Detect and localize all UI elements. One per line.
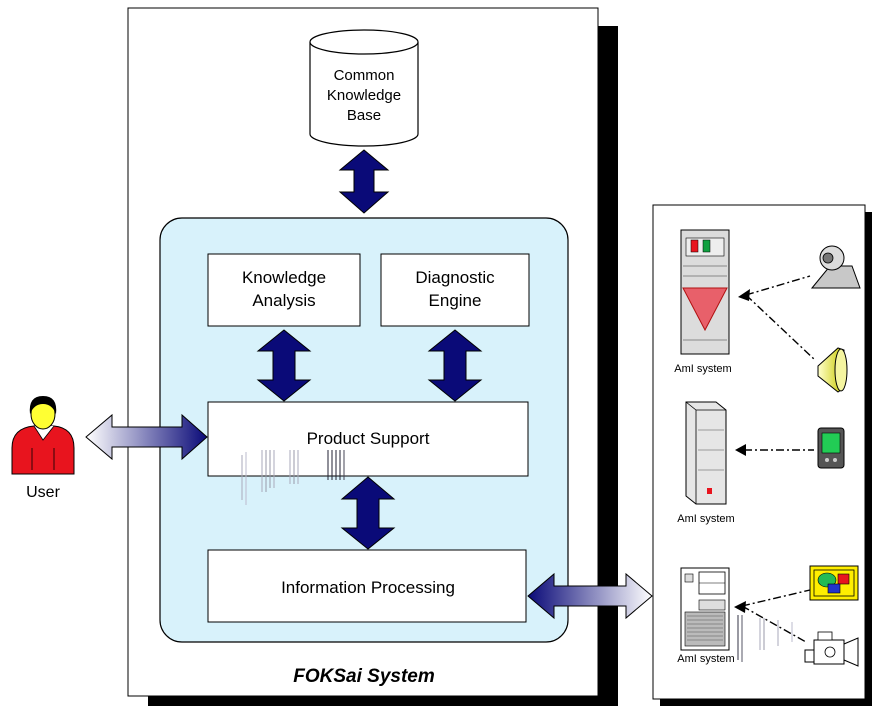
product-support-label: Product Support [307, 429, 430, 448]
database-label-line-2: Knowledge [327, 87, 401, 104]
diagnostic-engine-line-1: Diagnostic [415, 268, 495, 287]
ami-server-1-icon [680, 229, 730, 355]
barcode-artifact [241, 450, 345, 505]
user-icon [11, 396, 75, 475]
diagnostic-engine-box: Diagnostic Engine [380, 253, 530, 327]
ami-3-connections [741, 589, 811, 643]
ami-1-connections [745, 275, 816, 361]
system-title: FOKSai System [293, 666, 435, 687]
knowledge-analysis-line-1: Knowledge [242, 268, 326, 287]
information-processing-ami-arrow [527, 572, 653, 620]
ami-3-arrowhead [734, 601, 746, 613]
database-container-arrow [338, 149, 390, 214]
knowledge-analysis-arrow [256, 329, 312, 402]
ami-2-arrowhead [735, 444, 746, 456]
diagnostic-engine-line-2: Engine [429, 291, 482, 310]
diagnostic-engine-arrow [427, 329, 483, 402]
common-knowledge-base-database: Common Knowledge Base [309, 29, 419, 147]
speaker-icon [817, 347, 848, 393]
user-product-support-arrow [85, 413, 208, 461]
ami-system-3-label: AmI system [677, 653, 734, 665]
information-processing-label: Information Processing [281, 578, 455, 597]
ami-server-2-icon [685, 401, 727, 505]
ami-system-1-label: AmI system [674, 363, 731, 375]
product-support-box: Product Support [207, 401, 529, 505]
knowledge-analysis-box: Knowledge Analysis [207, 253, 361, 327]
database-label-line-1: Common [334, 67, 395, 84]
ami-3-barcode-artifact [737, 615, 793, 662]
ami-1-arrowhead [738, 289, 750, 301]
database-label-line-3: Base [347, 107, 381, 124]
ami-server-3-icon [680, 567, 730, 651]
product-support-arrow [340, 476, 396, 550]
ami-system-2-label: AmI system [677, 513, 734, 525]
user-label: User [26, 484, 60, 501]
information-processing-box: Information Processing [207, 549, 527, 623]
webcam-icon [810, 245, 861, 289]
display-icon [809, 565, 859, 601]
pda-icon [817, 427, 845, 469]
camcorder-icon [804, 631, 859, 667]
knowledge-analysis-line-2: Analysis [252, 291, 315, 310]
